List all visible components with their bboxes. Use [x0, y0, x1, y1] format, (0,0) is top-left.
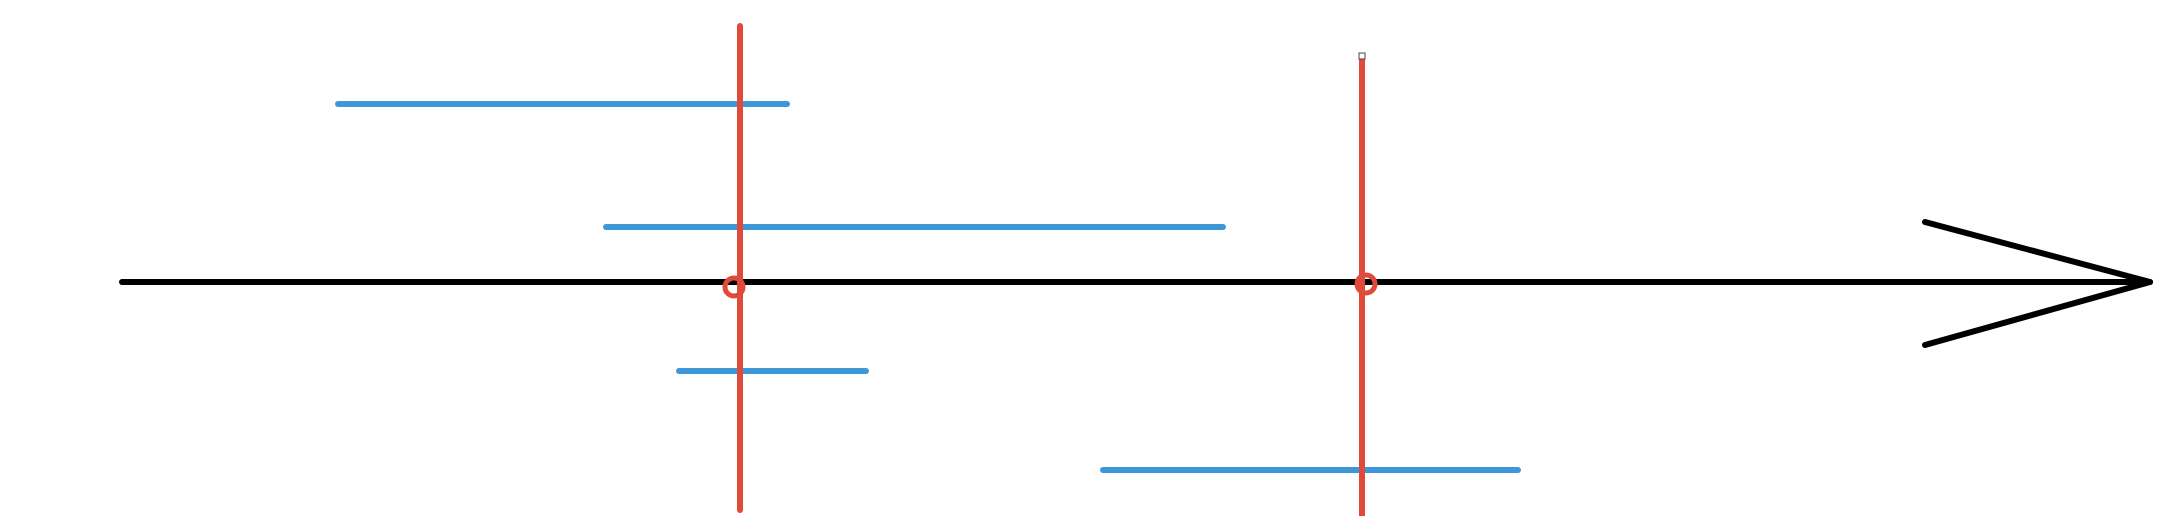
circle-point-icon	[722, 275, 746, 299]
arrow-right-icon	[1922, 219, 2153, 348]
circle-point-icon	[1354, 272, 1378, 296]
stab-line-2-top-marker	[1358, 52, 1366, 60]
